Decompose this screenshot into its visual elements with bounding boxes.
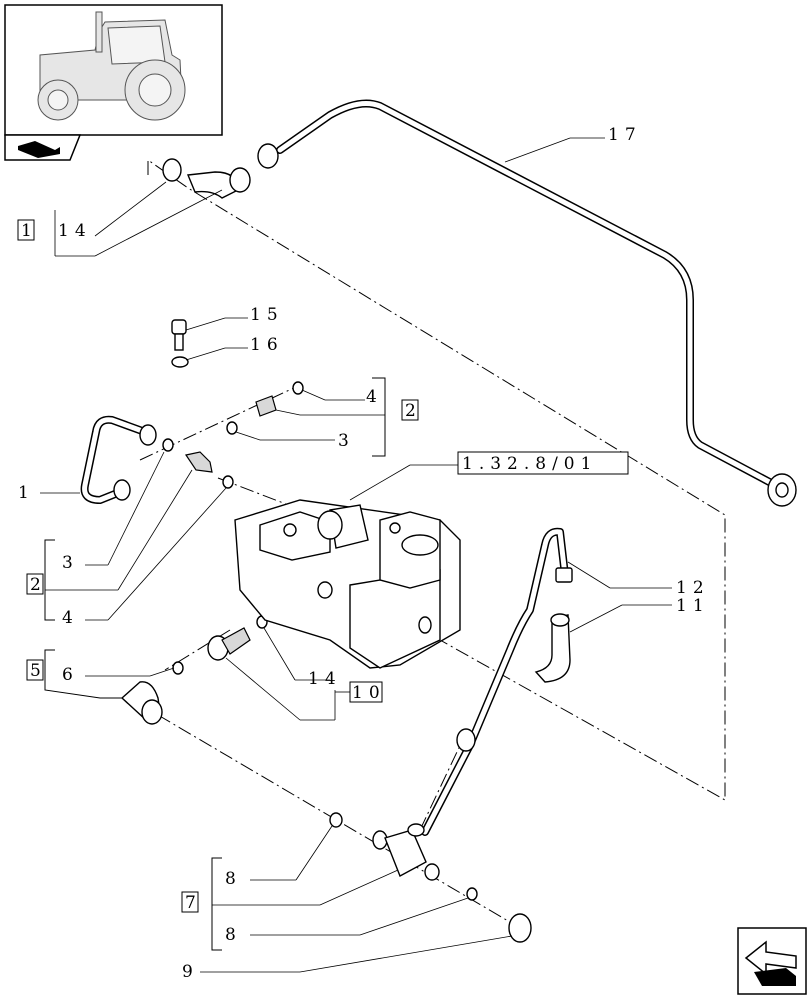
label-1-box: 1: [21, 221, 38, 241]
label-15: 15: [250, 305, 284, 325]
book-icon[interactable]: [4, 134, 82, 161]
elbow-5: [120, 681, 163, 725]
label-7-box: 7: [185, 893, 202, 913]
label-17: 17: [608, 125, 642, 145]
label-3: 3: [62, 553, 79, 573]
pipe-17: [257, 99, 797, 507]
tee-fitting-7: [372, 823, 440, 881]
washer-16: [171, 356, 189, 368]
label-12: 12: [676, 578, 710, 598]
label-16: 16: [250, 335, 284, 355]
label-2-box: 2: [30, 575, 47, 595]
next-page-arrow-icon[interactable]: [737, 927, 807, 995]
callout-labels: 17 1 14 15 16 4 2 3 1.32.8/01 1 3 2 4 12…: [18, 125, 710, 982]
label-6: 6: [62, 665, 79, 685]
label-14: 14: [308, 669, 342, 689]
pipe-1: [80, 415, 157, 504]
tractor-thumbnail-icon[interactable]: [4, 4, 223, 136]
label-ref-1-32-8-01: 1.32.8/01: [462, 454, 597, 474]
label-2-box-top: 2: [405, 401, 422, 421]
label-4: 4: [62, 608, 79, 628]
valve-block: [234, 499, 461, 669]
cap-9: [508, 913, 532, 943]
label-11: 11: [676, 596, 710, 616]
reference-boxes: [17, 219, 629, 913]
pipe-12: [421, 527, 573, 836]
label-8-bottom: 8: [225, 925, 242, 945]
o-rings: [162, 381, 478, 901]
label-9: 9: [182, 962, 199, 982]
label-1: 1: [18, 483, 35, 503]
label-3-top: 3: [338, 431, 355, 451]
elbow-fitting-top: [162, 158, 251, 199]
label-10-box: 10: [352, 683, 386, 703]
leader-lines: [40, 137, 672, 973]
label-4-top: 4: [366, 387, 383, 407]
elbow-11: [534, 613, 571, 683]
label-5-box: 5: [30, 661, 47, 681]
adapters: [185, 395, 277, 661]
label-14-top: 14: [58, 221, 92, 241]
label-8-top: 8: [225, 869, 242, 889]
bolt-15: [171, 319, 187, 351]
